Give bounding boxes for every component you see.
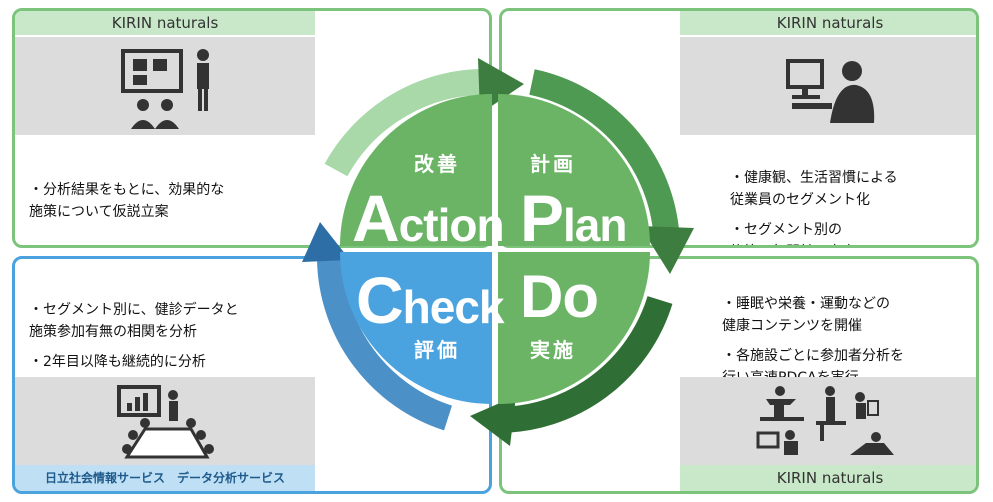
check-image <box>15 377 315 465</box>
plan-bullet-2: ・セグメント別の 施策・年間計画立案 <box>730 222 856 245</box>
bullet-dot: ・ <box>722 296 736 312</box>
action-jp-label: 改善 <box>414 152 460 176</box>
check-bullet-2: ・2年目以降も継続的に分析 <box>29 354 206 370</box>
cycle-arc-left <box>317 259 453 431</box>
plan-image <box>680 37 976 135</box>
quadrant-action <box>340 94 492 246</box>
bullet-dot: ・ <box>730 170 744 186</box>
brand-header: KIRIN naturals <box>680 11 976 35</box>
plan-jp-label: 計画 <box>530 152 576 176</box>
action-en-label: Action <box>352 180 505 256</box>
bullet-dot: ・ <box>730 222 744 238</box>
quadrant-do <box>498 252 650 404</box>
check-cap: C <box>356 263 404 337</box>
action-bullet-1: ・分析結果をもとに、効果的な 施策について仮説立案 <box>29 182 225 220</box>
action-cap: A <box>352 181 400 255</box>
partner-header: 日立社会情報サービス データ分析サービス <box>15 465 315 491</box>
arrowhead-left <box>302 222 350 262</box>
plan-bullet-1: ・健康観、生活習慣による 従業員のセグメント化 <box>730 170 898 208</box>
action-rest: ction <box>398 199 505 251</box>
check-rest: heck <box>402 281 505 333</box>
do-jp-label: 実施 <box>530 338 576 362</box>
plan-rest: lan <box>563 199 627 251</box>
do-bullet-1: ・睡眠や栄養・運動などの 健康コンテンツを開催 <box>722 296 890 334</box>
fitness-icons <box>756 386 894 455</box>
bullet-dot: ・ <box>29 354 43 370</box>
brand-header: KIRIN naturals <box>15 11 315 35</box>
plan-en-label: Plan <box>520 180 628 256</box>
check-jp-label: 評価 <box>414 338 460 362</box>
quadrant-check <box>340 252 492 404</box>
plan-cap: P <box>520 181 564 255</box>
do-en-label: Do <box>520 263 599 330</box>
computer-user-icon <box>786 59 875 123</box>
arrowhead-bottom <box>470 396 516 446</box>
check-en-label: Check <box>356 262 505 338</box>
meeting-chart-icon <box>117 385 214 459</box>
cycle-arc-bottom <box>497 295 673 433</box>
action-image <box>15 37 315 135</box>
presentation-board-icon <box>121 49 209 129</box>
cycle-arc-right <box>529 69 679 232</box>
arrowhead-right <box>640 226 694 274</box>
cycle-arc-top <box>324 68 491 177</box>
check-bullet-1: ・セグメント別に、健診データと 施策参加有無の相関を分析 <box>29 302 239 340</box>
bullet-dot: ・ <box>29 302 43 318</box>
bullet-dot: ・ <box>722 348 736 364</box>
brand-header: KIRIN naturals <box>680 465 976 491</box>
quadrant-plan <box>498 94 650 246</box>
do-image <box>680 377 976 465</box>
bullet-dot: ・ <box>29 182 43 198</box>
